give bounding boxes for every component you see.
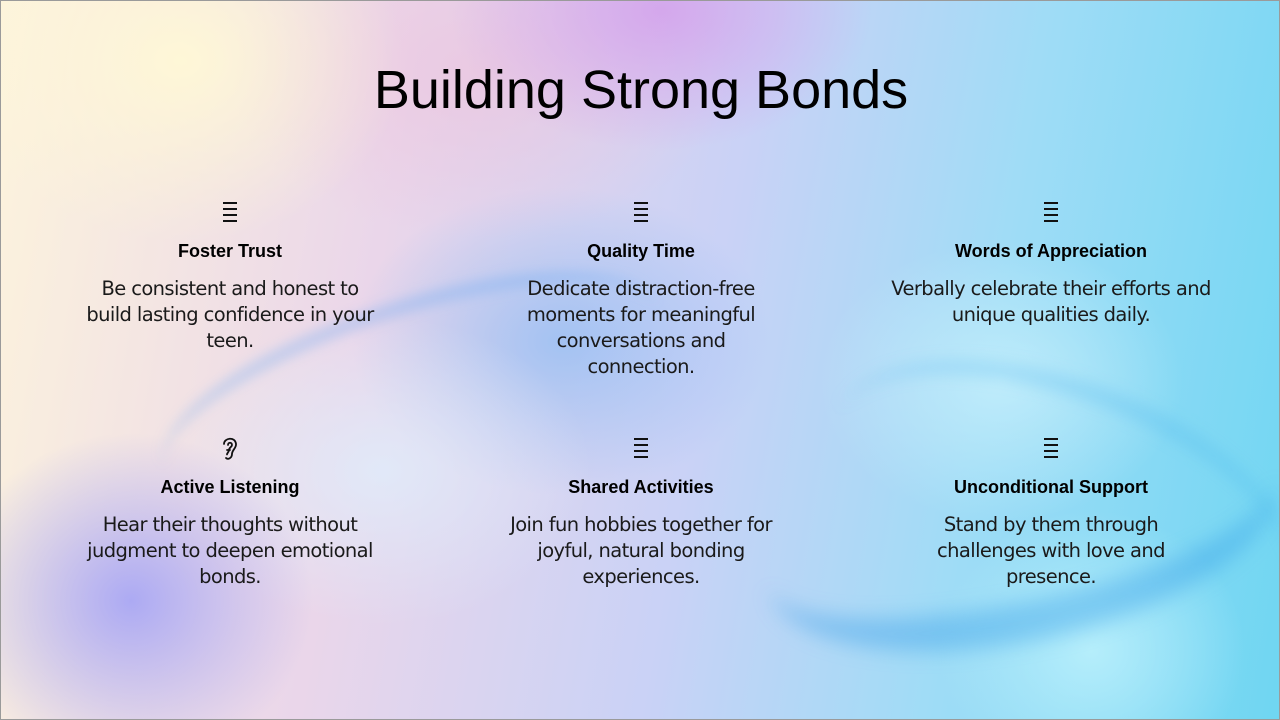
feature-description: Verbally celebrate their efforts and uni…: [891, 277, 1211, 326]
list-lines-icon: [634, 202, 648, 222]
feature-heading: Active Listening: [160, 477, 300, 497]
feature-description: Hear their thoughts without judgment to …: [87, 513, 373, 588]
feature-heading: Quality Time: [587, 241, 695, 261]
ear-icon: [223, 437, 237, 460]
feature-card-active-listening: Active Listening Hear their thoughts wit…: [70, 433, 390, 590]
feature-card-unconditional-support: Unconditional Support Stand by them thro…: [891, 433, 1211, 590]
list-lines-icon: [634, 438, 648, 458]
feature-heading: Foster Trust: [177, 241, 283, 261]
slide-title: Building Strong Bonds: [373, 60, 909, 120]
feature-card-words-of-appreciation: Words of Appreciation Verbally celebrate…: [891, 197, 1211, 328]
feature-card-foster-trust: Foster Trust Be consistent and honest to…: [70, 197, 390, 354]
feature-heading: Shared Activities: [568, 477, 714, 497]
feature-description: Be consistent and honest to build lastin…: [86, 277, 374, 352]
list-lines-icon: [1044, 438, 1058, 458]
feature-description: Stand by them through challenges with lo…: [937, 513, 1166, 588]
list-lines-icon: [1044, 202, 1058, 222]
feature-card-quality-time: Quality Time Dedicate distraction-free m…: [481, 197, 801, 380]
feature-description: Dedicate distraction-free moments for me…: [526, 277, 756, 378]
feature-description: Join fun hobbies together for joyful, na…: [510, 513, 772, 588]
feature-heading: Words of Appreciation: [954, 241, 1147, 261]
feature-card-shared-activities: Shared Activities Join fun hobbies toget…: [481, 433, 801, 590]
list-lines-icon: [223, 202, 237, 222]
feature-heading: Unconditional Support: [954, 477, 1148, 497]
